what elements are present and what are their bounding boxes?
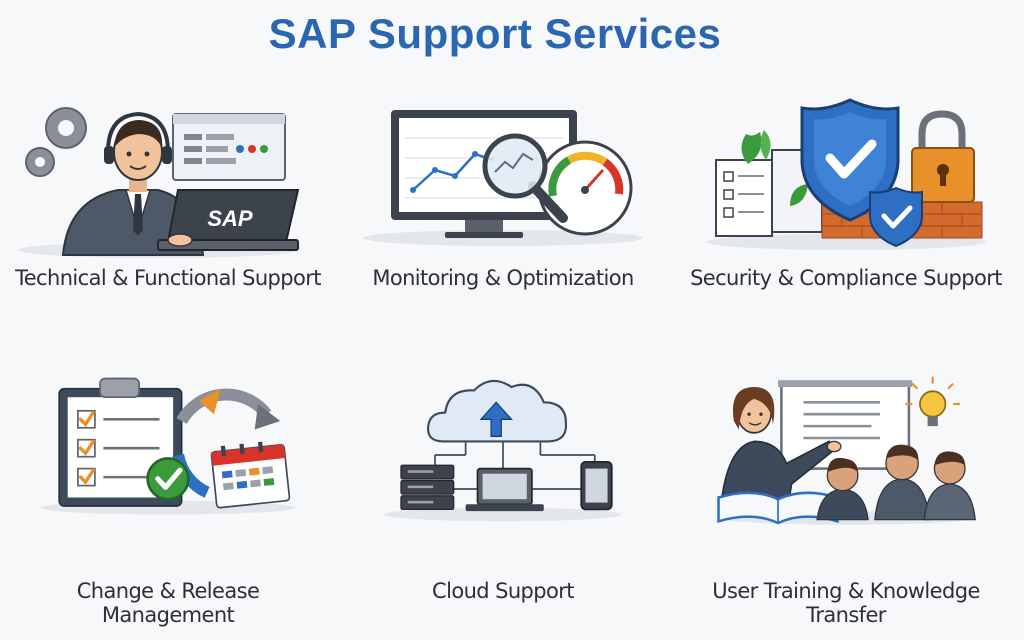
page-title: SAP Support Services: [268, 10, 722, 57]
service-cloud-support: Cloud Support: [343, 370, 663, 640]
service-change-release-management: Change & Release Management: [8, 370, 328, 640]
consultant-laptop-icon: SAP: [18, 107, 300, 258]
service-technical-functional-support: SAP Technical & Functional Support: [8, 90, 328, 360]
monitor-magnifier-gauge-icon: [363, 110, 643, 246]
trainer-presentation-icon: [717, 376, 976, 525]
service-label: Monitoring & Optimization: [372, 266, 634, 290]
service-label: Security & Compliance Support: [690, 266, 1002, 290]
service-label: User Training & Knowledge Transfer: [712, 579, 980, 627]
checklist-cycle-calendar-icon: [40, 377, 296, 515]
service-user-training-knowledge-transfer: User Training & Knowledge Transfer: [686, 370, 1006, 640]
service-security-compliance-support: Security & Compliance Support: [686, 90, 1006, 360]
service-label: Technical & Functional Support: [15, 266, 321, 290]
service-monitoring-optimization: Monitoring & Optimization: [343, 90, 663, 360]
sap-logo-text: SAP: [207, 206, 253, 231]
service-label: Cloud Support: [432, 579, 574, 603]
shield-lock-icon: [706, 98, 986, 250]
service-label: Change & Release Management: [76, 579, 260, 627]
cloud-devices-icon: [384, 379, 622, 522]
